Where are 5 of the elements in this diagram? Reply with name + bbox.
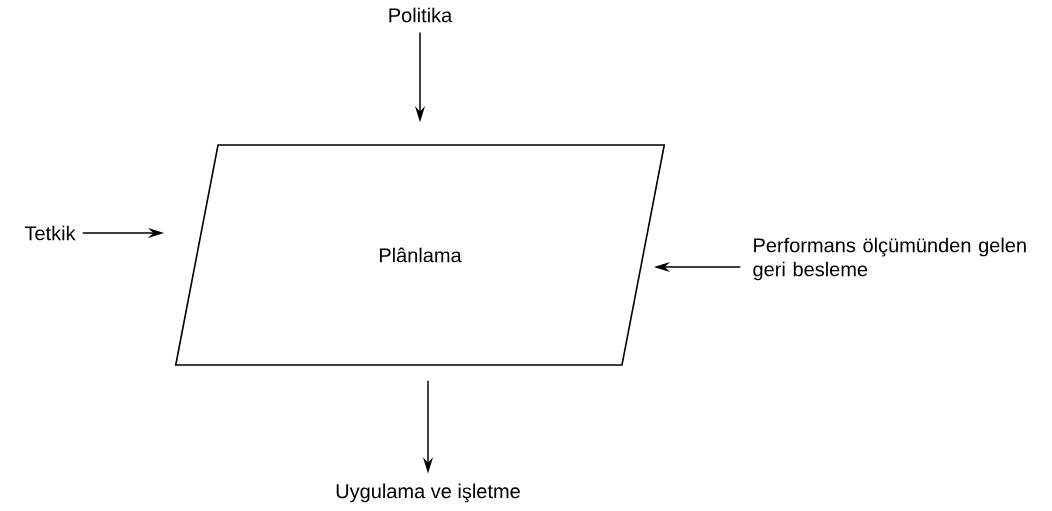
parallelogram-box: Plânlama bbox=[174, 144, 666, 366]
input-label: Tetkik bbox=[24, 225, 76, 241]
output-label: Uygulama ve işletme bbox=[336, 483, 520, 503]
input-label: Politika bbox=[389, 7, 453, 23]
input-label: Performans ölçümünden gelen geri besleme bbox=[753, 237, 1026, 281]
